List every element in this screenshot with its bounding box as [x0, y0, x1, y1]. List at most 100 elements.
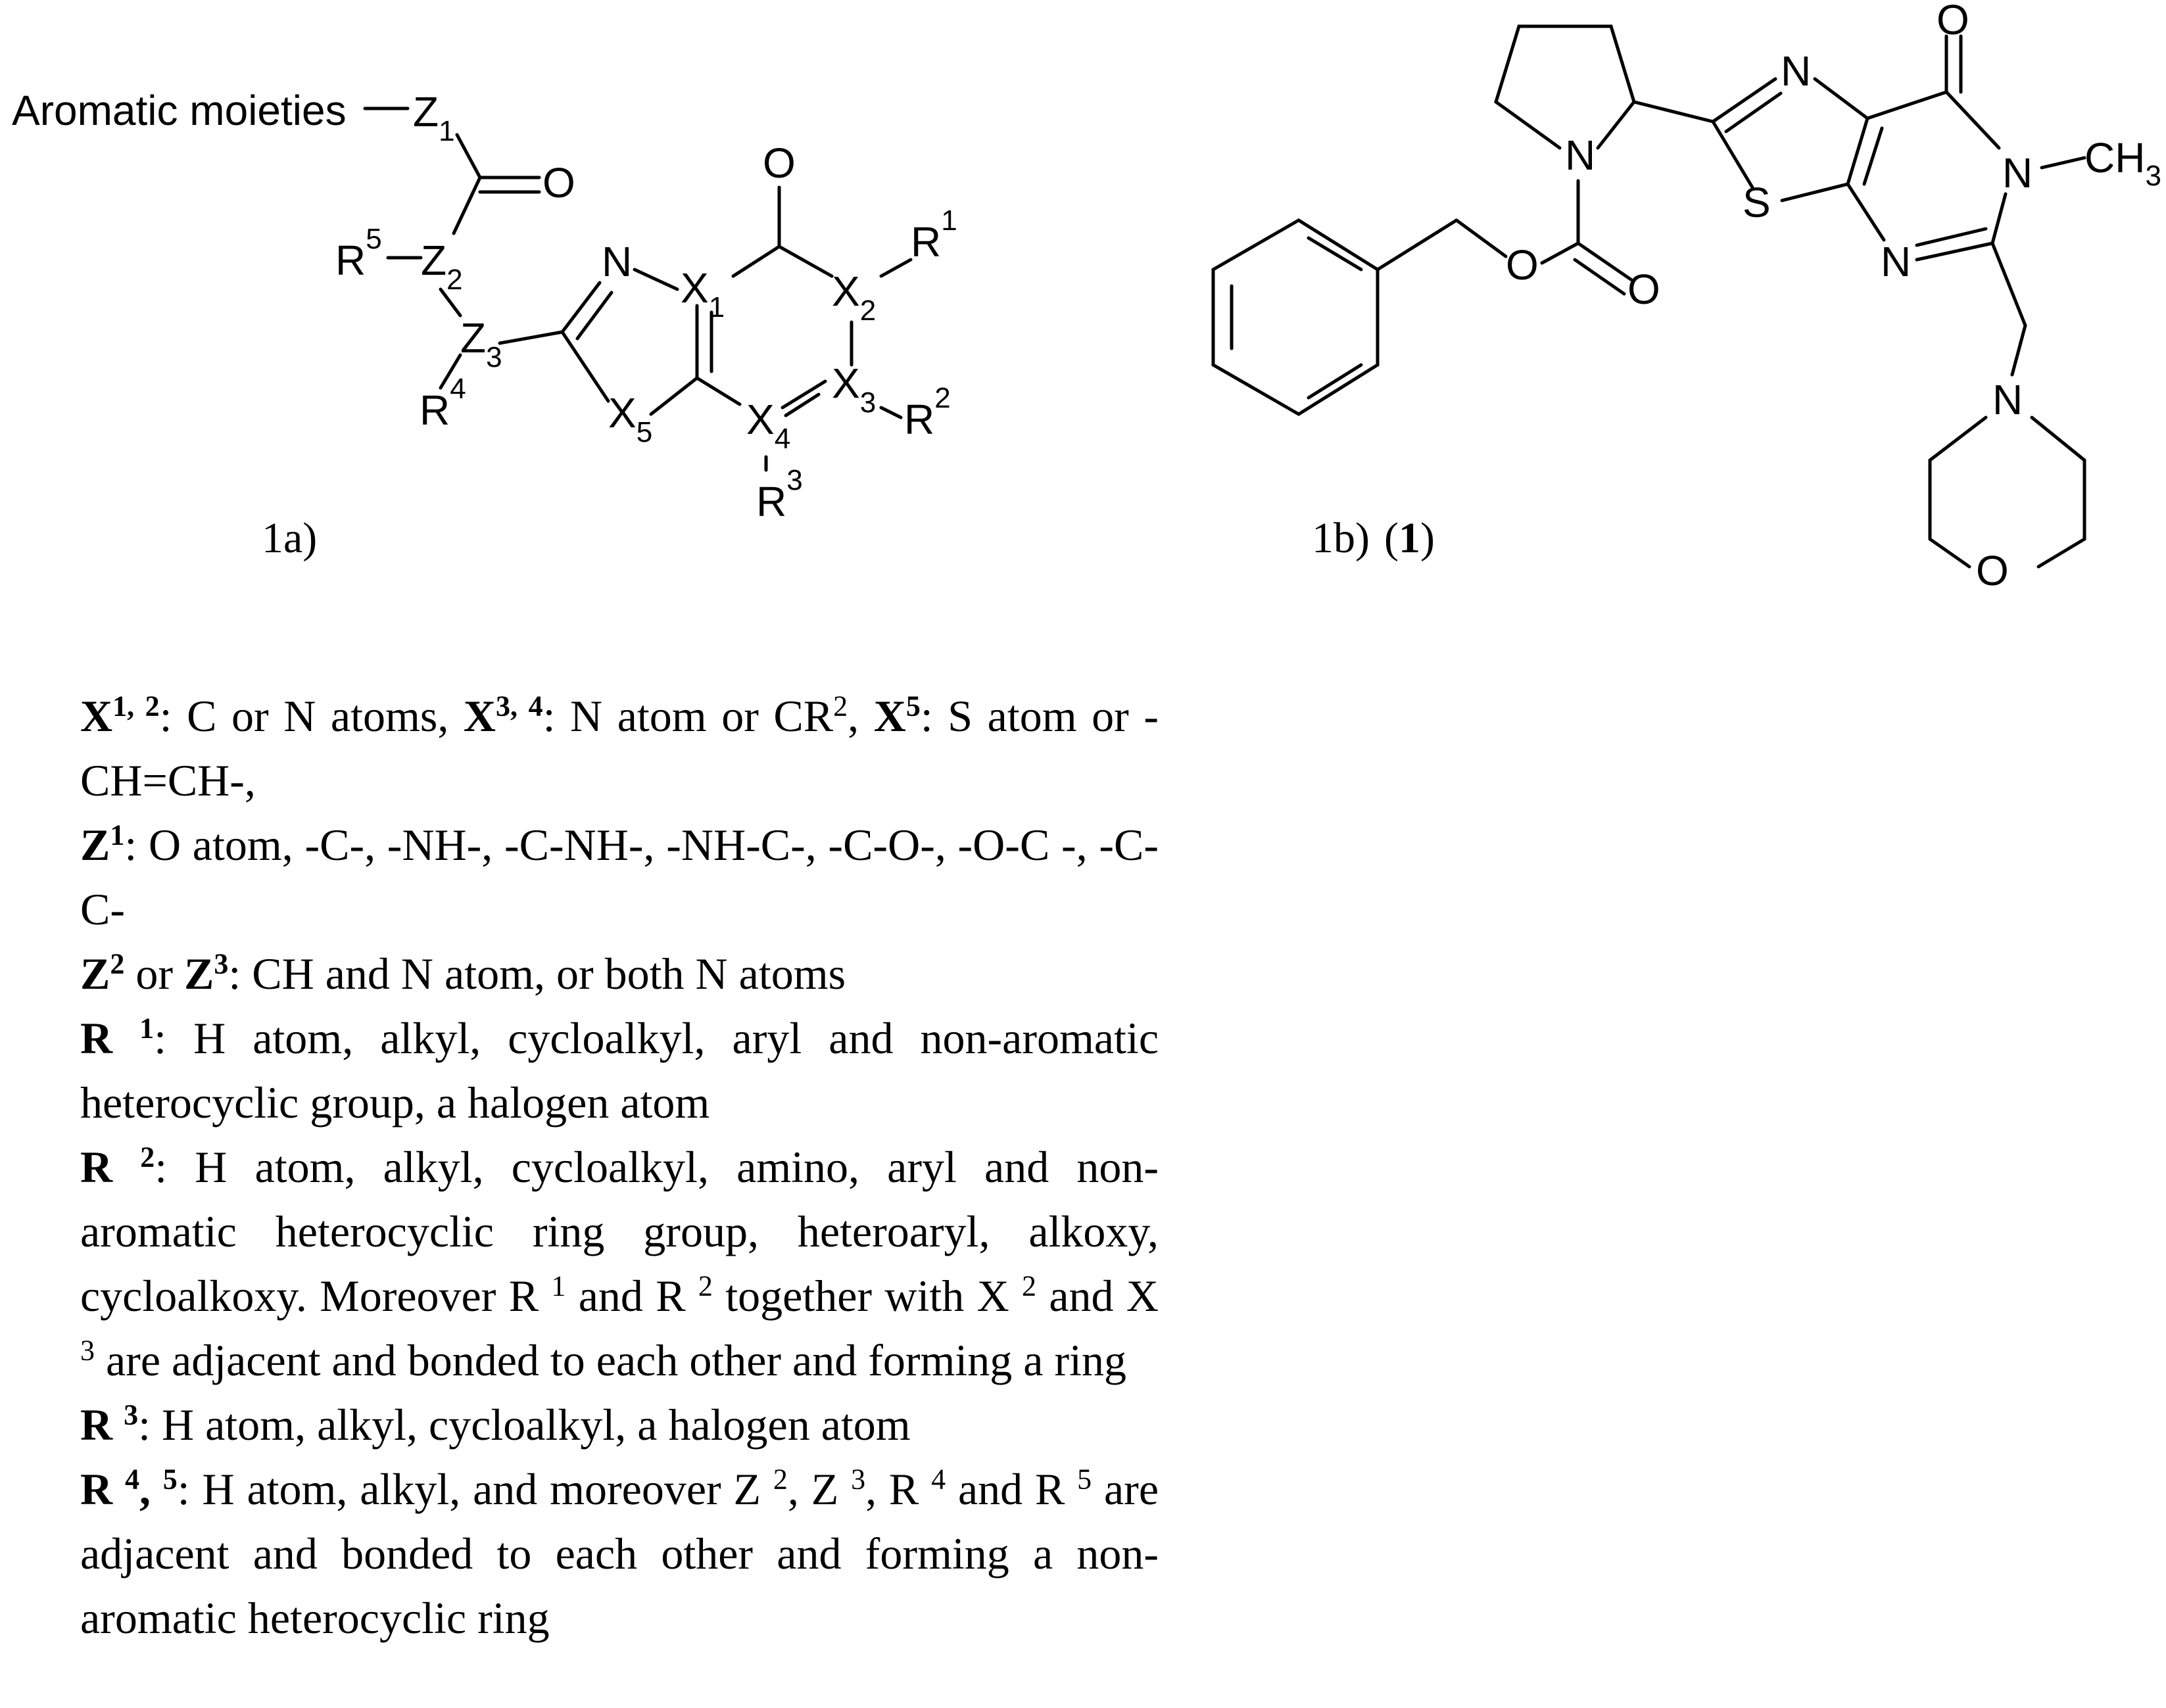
- bond-n-ch3: [2040, 156, 2086, 170]
- morpholine-right: [2030, 415, 2086, 569]
- bond-z3-c2: [498, 330, 564, 345]
- definition-run: : O atom, -C-, -NH-, -C-NH-, -NH-C-, -C-…: [80, 820, 1159, 934]
- atom-r1: R1: [911, 204, 957, 266]
- atom-x2: X2: [832, 268, 876, 327]
- definition-run: : S atom or -CH=CH-,: [80, 691, 1159, 805]
- bond-x3-r2: [879, 406, 903, 419]
- atom-ch3: CH3: [2084, 134, 2161, 192]
- definition-run: 2: [140, 1141, 155, 1174]
- atom-n-thiazole: N: [1781, 47, 1811, 95]
- atom-x5: X5: [608, 389, 652, 448]
- bond-x2-r1: [879, 258, 913, 278]
- definitions-legend: X1, 2: C or N atoms, X3, 4: N atom or CR…: [80, 684, 1159, 1650]
- bond-n3-c5: [1846, 182, 1886, 242]
- definition-run: 2: [1022, 1269, 1037, 1302]
- morpholine-left: [1928, 415, 1988, 569]
- atom-z3: Z3: [460, 314, 502, 373]
- bond-c-z2: [452, 176, 482, 235]
- definition-run: : H atom, alkyl, cycloalkyl, amino, aryl…: [80, 1142, 1159, 1321]
- bond-pyr-thz: [1632, 100, 1715, 124]
- bond-c-x4: [695, 376, 742, 406]
- bond-thz-c-n-a: [1711, 77, 1777, 124]
- bond-c4-co: [1865, 90, 1948, 120]
- caption-1a: 1a): [262, 514, 317, 562]
- definition-run: or: [124, 949, 185, 999]
- atom-o-ester: O: [1506, 241, 1539, 289]
- definition-run: 3: [124, 1398, 139, 1431]
- atom-o-ring: O: [763, 139, 796, 187]
- caption-1b: 1b)(1): [1312, 514, 1435, 562]
- definition-run: X: [873, 691, 906, 741]
- bond-c2-n-a: [560, 281, 602, 334]
- bond-x1-co: [731, 245, 781, 278]
- definition-run: X: [463, 691, 496, 741]
- bond-z3-r4: [439, 353, 462, 390]
- bond-c-o2-b: [1573, 258, 1626, 296]
- atom-o-pyrimidinone: O: [1937, 0, 1969, 43]
- atom-n-pyrrolidine: N: [1565, 131, 1595, 179]
- atom-x1: X1: [681, 264, 725, 323]
- bond-c2-n3-a: [1915, 241, 1994, 262]
- bond-ch2-nmorph: [2010, 323, 2027, 377]
- structure-1b-bonds: [1211, 24, 2086, 569]
- atom-r2: R2: [904, 382, 951, 443]
- atom-o-morpholine: O: [1976, 547, 2009, 594]
- definition-run: 4: [124, 1463, 139, 1496]
- aromatic-moieties-label: Aromatic moieties: [12, 87, 347, 134]
- bond-n-c4: [1813, 77, 1869, 120]
- definition-line: R 2: H atom, alkyl, cycloalkyl, amino, a…: [80, 1135, 1159, 1392]
- definition-run: and R: [566, 1271, 698, 1321]
- definition-run: : H atom, alkyl, cycloalkyl, a halogen a…: [138, 1400, 911, 1450]
- definition-run: : C or N atoms,: [159, 691, 464, 741]
- definition-run: 2: [698, 1269, 713, 1302]
- atom-n-methyl: N: [2002, 149, 2033, 197]
- definition-line: R 4, 5: H atom, alkyl, and moreover Z 2,…: [80, 1457, 1159, 1650]
- bond-n-x1: [633, 268, 679, 291]
- definition-run: 3: [214, 947, 229, 980]
- bond-c2-x5: [560, 330, 610, 403]
- bond-s-c5: [1780, 182, 1850, 202]
- definition-run: 2: [110, 947, 125, 980]
- bond-c4-c5-b: [1862, 126, 1884, 186]
- definition-line: R 1: H atom, alkyl, cycloalkyl, aryl and…: [80, 1006, 1159, 1135]
- bond-x3-x4-a: [781, 379, 827, 410]
- bond-thz-c-n-b: [1724, 91, 1783, 133]
- atom-n-pyrimidine: N: [1881, 238, 1911, 285]
- definition-line: R 3: H atom, alkyl, cycloalkyl, a haloge…: [80, 1392, 1159, 1457]
- definition-run: 1: [139, 1012, 155, 1045]
- bond-co-nme: [1944, 90, 2001, 150]
- pyrrolidine-ring: [1494, 24, 1636, 150]
- bond-o-c: [1540, 241, 1580, 265]
- atom-o-carbonyl: O: [1627, 266, 1660, 313]
- bond-ph-ch2: [1376, 218, 1458, 272]
- definition-run: are adjacent and bonded to each other an…: [80, 1464, 1159, 1643]
- bond-z1-c: [455, 133, 482, 179]
- definition-run: ,: [139, 1464, 163, 1514]
- definition-run: X: [80, 691, 113, 741]
- definition-run: : H atom, alkyl, cycloalkyl, aryl and no…: [80, 1013, 1159, 1127]
- atom-r3: R3: [756, 464, 803, 525]
- atom-r4: R4: [420, 373, 466, 434]
- definition-run: are adjacent and bonded to each other an…: [95, 1335, 1127, 1385]
- bond-x3-x4-b: [784, 392, 821, 417]
- benzene-inner-3: [1307, 236, 1363, 272]
- bond-c2-n3-b: [1915, 227, 1988, 247]
- definition-run: R: [80, 1464, 125, 1514]
- definition-run: 2: [833, 690, 848, 723]
- definition-run: 1, 2: [112, 690, 160, 723]
- definition-run: R: [80, 1400, 124, 1450]
- definition-run: and R: [946, 1464, 1078, 1514]
- definition-run: 3, 4: [496, 690, 543, 723]
- bond-c2-ch2: [1990, 241, 2027, 327]
- definition-run: 5: [905, 690, 921, 723]
- bond-x5-c: [649, 376, 699, 416]
- definition-run: : CH and N atom, or both N atoms: [228, 949, 846, 999]
- definition-run: 5: [162, 1463, 178, 1496]
- definition-run: 1: [551, 1269, 566, 1302]
- benzene-ring: [1211, 218, 1380, 416]
- definition-run: 5: [1077, 1463, 1092, 1496]
- definition-run: : H atom, alkyl, and moreover Z: [177, 1464, 773, 1514]
- definition-run: 4: [931, 1463, 946, 1496]
- structure-1a-bonds: [363, 107, 913, 472]
